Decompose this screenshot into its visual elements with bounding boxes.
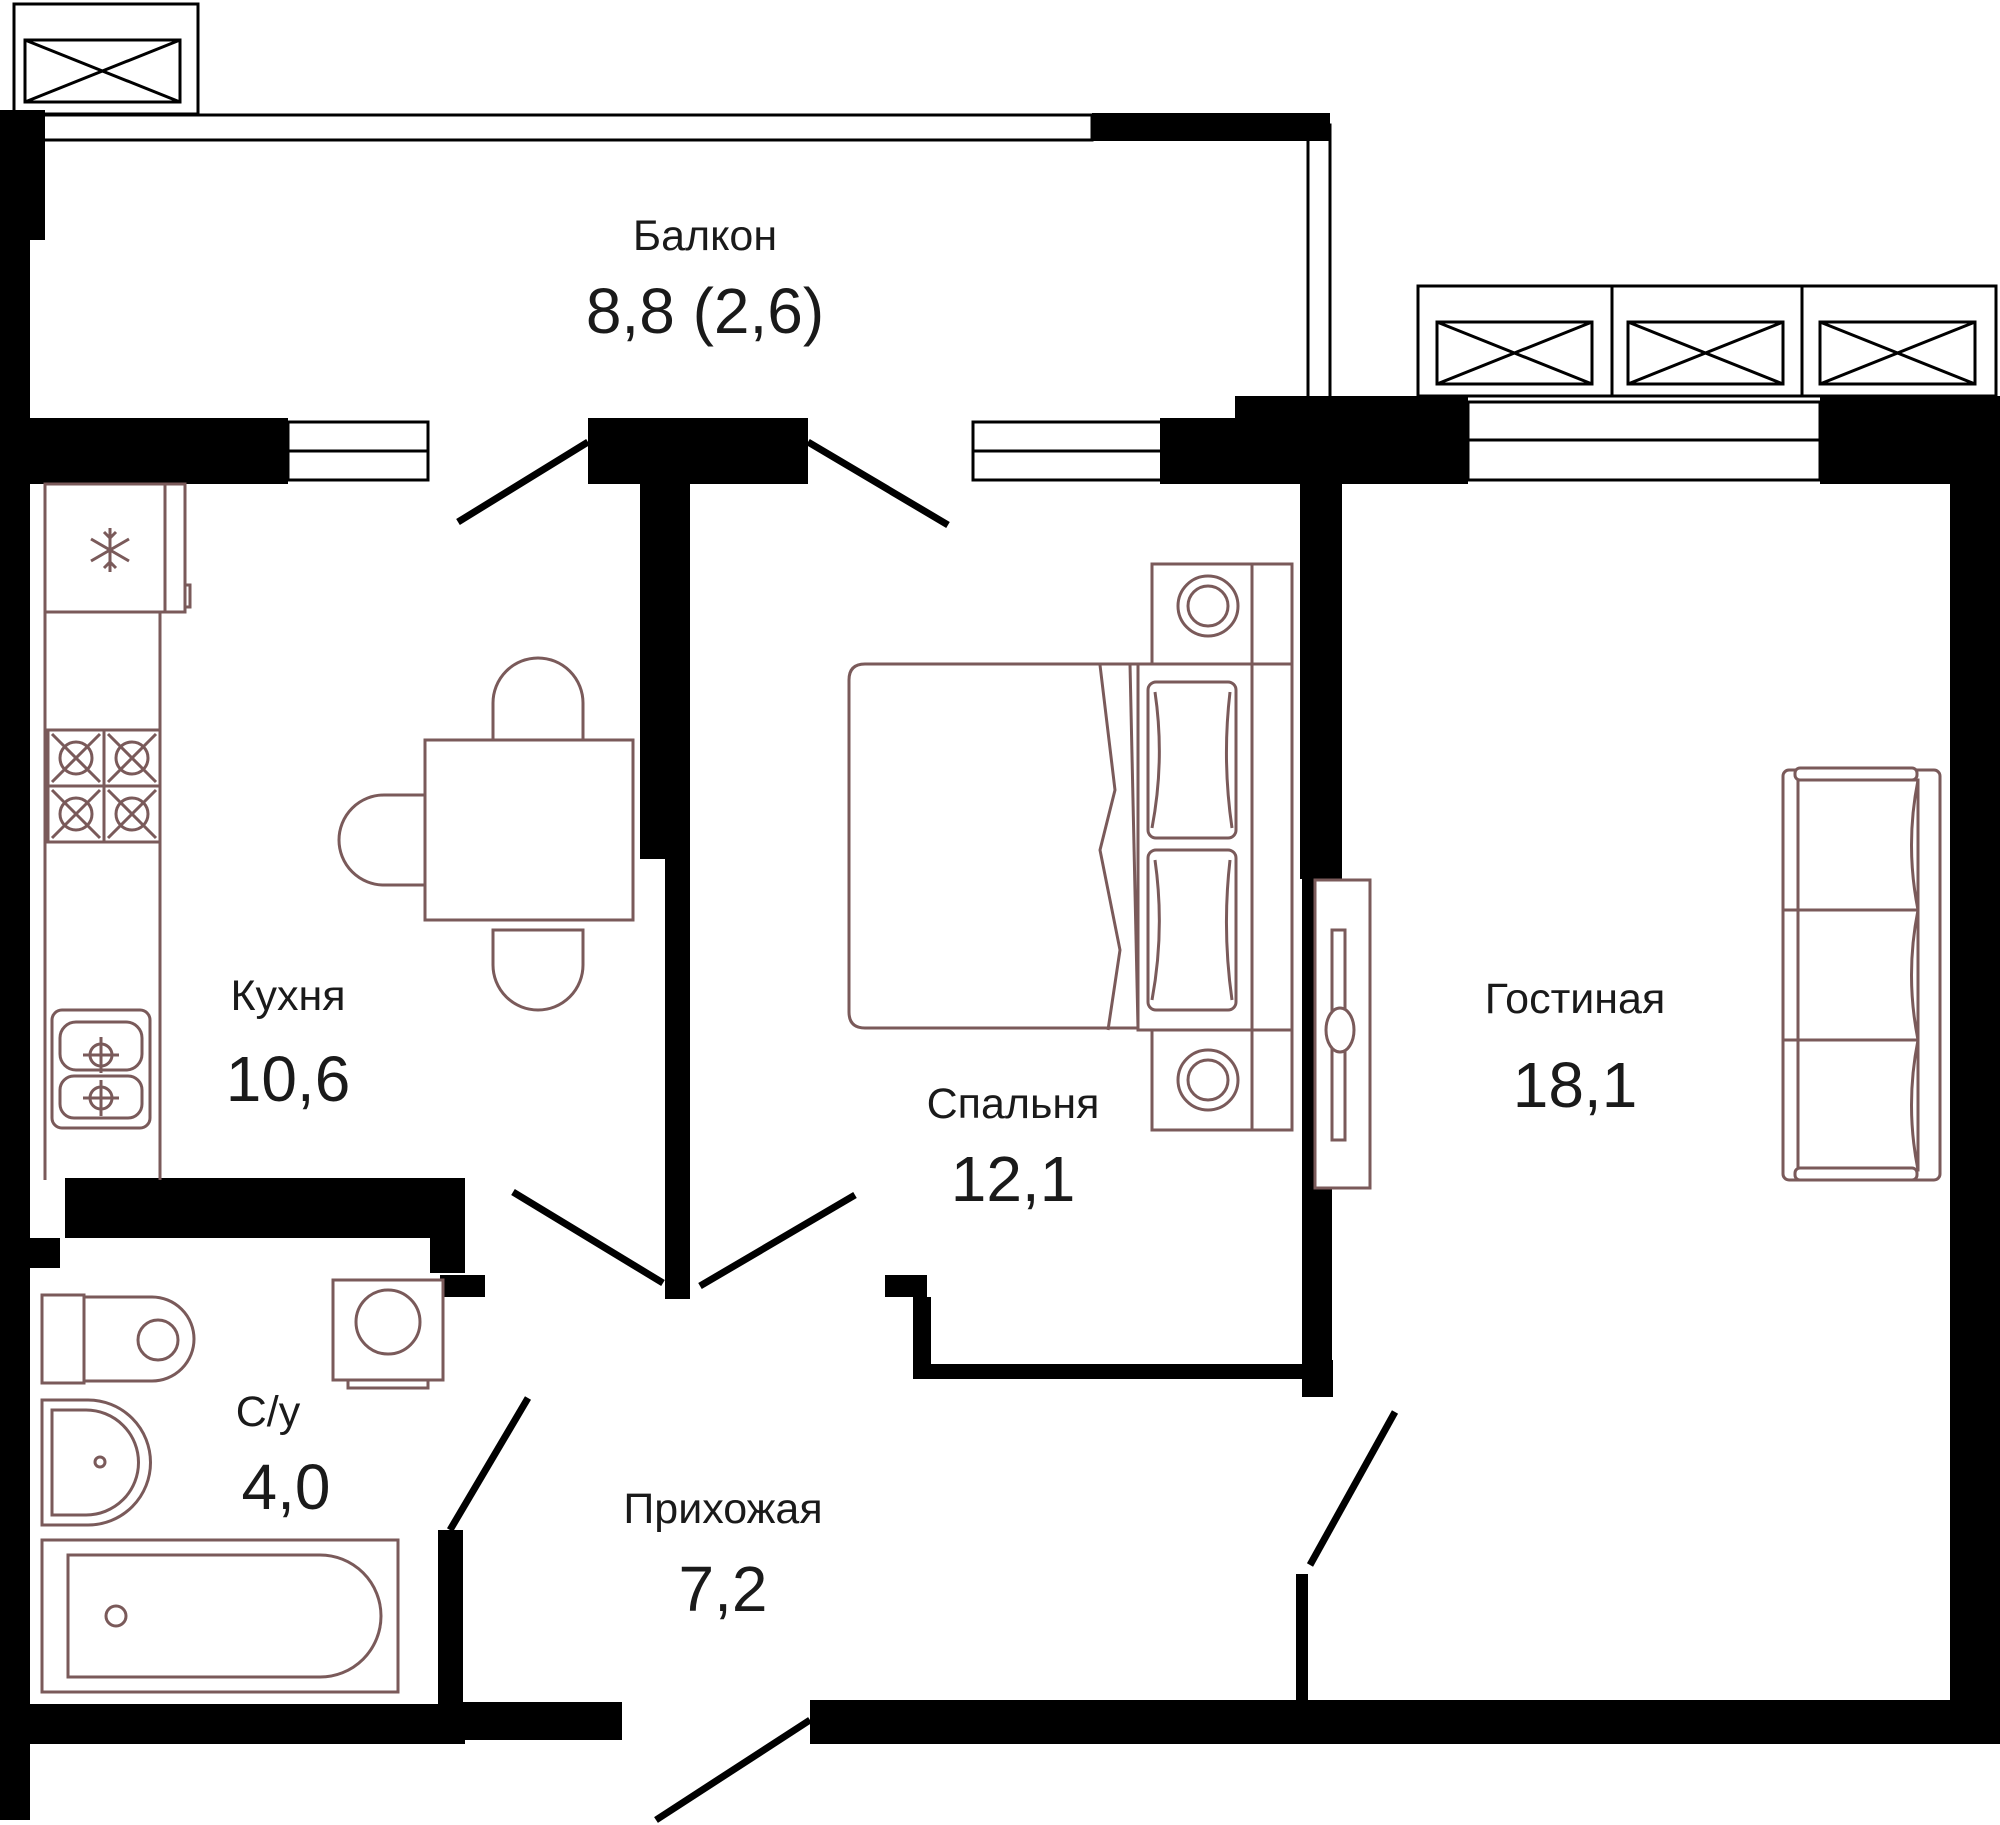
electric-hob-icon	[50, 1008, 152, 1130]
sink	[40, 1398, 152, 1527]
window	[971, 420, 1165, 482]
washing-machine	[331, 1278, 445, 1390]
balcony-name: Балкон	[632, 212, 778, 260]
bedroom-name: Спальня	[926, 1080, 1100, 1128]
dining-table	[337, 656, 635, 1012]
kitchen-area: 10,6	[225, 1043, 351, 1115]
nightstand	[1150, 1028, 1294, 1132]
toilet	[40, 1293, 196, 1385]
bed	[847, 662, 1294, 1032]
nightstand	[1150, 562, 1294, 666]
bathroom-name: С/у	[235, 1388, 301, 1436]
window	[1466, 400, 1822, 482]
hallway-area: 7,2	[678, 1553, 768, 1625]
snowflake-icon	[90, 528, 130, 572]
walls	[0, 110, 2000, 1820]
living-room-name: Гостиная	[1484, 975, 1666, 1023]
bathtub	[40, 1538, 400, 1694]
window	[286, 420, 430, 482]
bathroom-area: 4,0	[241, 1451, 331, 1523]
tv-stand	[1313, 878, 1372, 1190]
balcony-area: 8,8 (2,6)	[585, 275, 825, 347]
sofa	[1781, 766, 1942, 1182]
doors	[446, 438, 1399, 1823]
balcony-glazing	[28, 113, 1332, 402]
hallway-name: Прихожая	[623, 1485, 823, 1533]
air-conditioner-icon	[1416, 284, 1998, 398]
air-conditioner-icon	[12, 2, 200, 116]
bedroom-area: 12,1	[950, 1143, 1076, 1215]
living-room-area: 18,1	[1512, 1049, 1638, 1121]
gas-hob-icon	[46, 728, 162, 844]
fridge	[43, 482, 192, 614]
kitchen-name: Кухня	[230, 972, 346, 1020]
